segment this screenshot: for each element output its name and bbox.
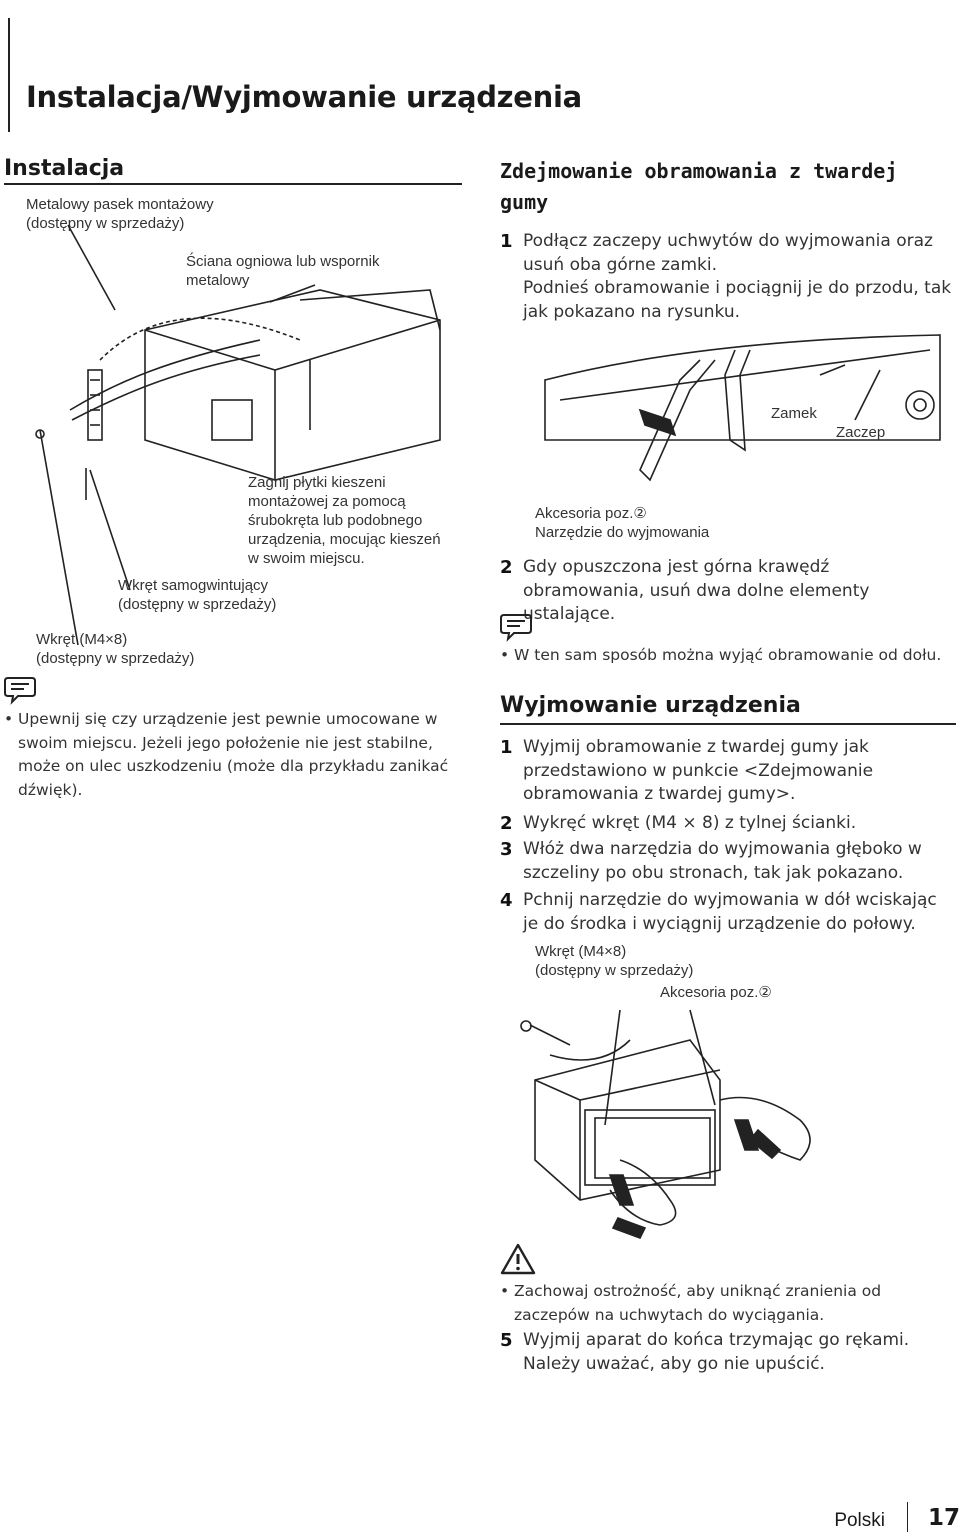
unit-removal-illustration bbox=[520, 1009, 811, 1239]
footer-separator bbox=[907, 1502, 908, 1532]
caution-note: •Zachowaj ostrożność, aby uniknąć zranie… bbox=[500, 1282, 882, 1324]
label-tapping-screw: Wkręt samogwintujący (dostępny w sprzeda… bbox=[118, 577, 277, 613]
note-icon bbox=[4, 677, 36, 705]
note-installation: •Upewnij się czy urządzenie jest pewnie … bbox=[4, 710, 449, 799]
installation-illustration bbox=[35, 224, 441, 646]
label-unit-accessory: Akcesoria poz.② bbox=[660, 984, 772, 1001]
margin-bar bbox=[8, 18, 10, 132]
label-mounting-strap: Metalowy pasek montażowy (dostępny w spr… bbox=[26, 196, 214, 232]
label-firewall: Ściana ogniowa lub wspornik metalowy bbox=[186, 253, 380, 289]
label-catch: Zaczep bbox=[836, 424, 886, 441]
frame-removal-illustration bbox=[544, 334, 941, 482]
label-bend-tabs: Zagnij płytki kieszeni montażowej za pom… bbox=[248, 474, 441, 567]
warning-triangle-icon bbox=[500, 1243, 536, 1275]
section-title-installation: Instalacja bbox=[4, 156, 125, 181]
label-lock: Zamek bbox=[771, 405, 817, 422]
section-title-frame-removal: Zdejmowanie obramowania z twardej gumy bbox=[500, 159, 898, 214]
page-title: Instalacja/Wyjmowanie urządzenia bbox=[26, 80, 582, 114]
section-rule bbox=[500, 723, 956, 725]
section-title-unit-removal: Wyjmowanie urządzenia bbox=[500, 693, 801, 718]
label-removal-tool: Akcesoria poz.② Narzędzie do wyjmowania bbox=[535, 505, 710, 541]
footer-language: Polski bbox=[834, 1510, 885, 1531]
note-frame: •W ten sam sposób można wyjąć obramowani… bbox=[500, 646, 942, 664]
leader-line bbox=[67, 224, 116, 311]
label-unit-screw: Wkręt (M4×8) (dostępny w sprzedaży) bbox=[535, 943, 694, 979]
note-icon bbox=[500, 614, 532, 642]
page-number: 17 bbox=[928, 1505, 960, 1531]
label-screw: Wkręt (M4×8) (dostępny w sprzedaży) bbox=[36, 631, 195, 667]
section-rule bbox=[4, 183, 462, 185]
